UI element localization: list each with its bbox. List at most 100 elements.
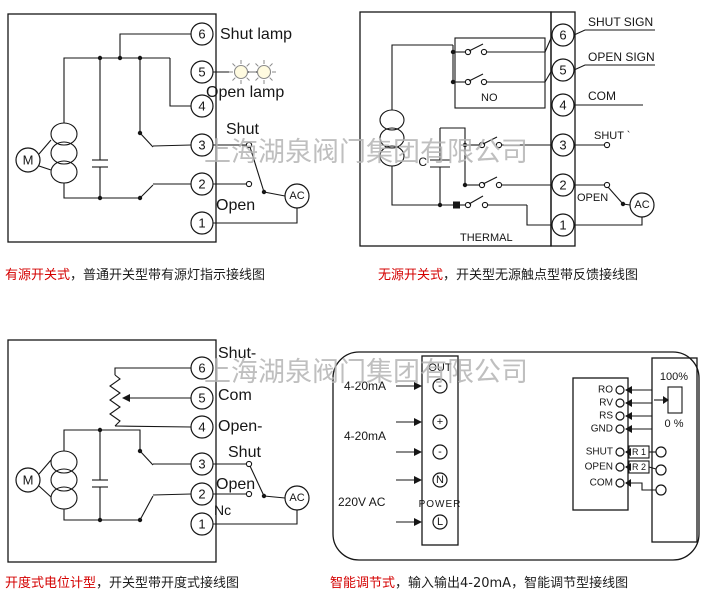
caption-active-switch: 有源开关式，普通开关型带有源灯指示接线图: [5, 264, 265, 283]
terminal-6: [190, 356, 214, 380]
terminal-1-number: 1: [198, 517, 205, 532]
label-4-20ma-out: 4-20mA: [344, 379, 386, 393]
diagram-potentiometer: M AC 6 5 4 3 2 1 Shut- Com Open- Shut Op…: [7, 339, 310, 563]
ac-source-symbol: [284, 485, 310, 511]
motor-symbol: [15, 147, 41, 173]
terminal-1: [190, 211, 214, 235]
tr-terminals: 6 5 4 3 2 1: [551, 23, 575, 237]
resistor-r1-label: R 1: [632, 447, 646, 457]
lamp-icon: [251, 59, 277, 85]
terminal-3-number: 3: [198, 457, 205, 472]
ac-source-symbol: [284, 183, 310, 209]
label-com: COM: [588, 89, 616, 103]
ac-source-label: AC: [634, 199, 649, 211]
terminal-4-number: 4: [198, 420, 205, 435]
terminal-3-number: 3: [198, 138, 205, 153]
terminal-5: [190, 386, 214, 410]
strip-power-label: POWER: [419, 499, 462, 510]
terminal-4-number: 4: [198, 99, 205, 114]
terminal-live-sign: L: [437, 516, 443, 528]
terminal-in-plus: [432, 414, 448, 430]
br-circuit-lines: [332, 351, 700, 561]
terminal-1-number: 1: [198, 216, 205, 231]
label-100-percent: 100%: [660, 371, 688, 383]
caption-intelligent-desc: ，输入输出4-20mA，智能调节型接线图: [395, 576, 629, 591]
strip-out-label: OUT: [428, 362, 452, 374]
label-shut: Shut: [228, 444, 261, 461]
terminal-6: [190, 22, 214, 46]
caption-potentiometer: 开度式电位计型，开关型带开度式接线图: [5, 572, 239, 591]
caption-active-switch-desc: ，普通开关型带有源灯指示接线图: [70, 268, 266, 283]
terminal-3: [190, 452, 214, 476]
label-open: Open: [216, 476, 255, 493]
label-thermal: THERMAL: [460, 232, 513, 244]
terminal-6: [551, 23, 575, 47]
label-open-lamp: Open lamp: [206, 84, 284, 101]
pin-gnd: GND: [591, 424, 613, 435]
caption-potentiometer-desc: ，开关型带开度式接线图: [96, 576, 240, 591]
terminal-3-number: 3: [559, 138, 566, 153]
label-shut-minus: Shut-: [218, 345, 256, 362]
motor-label: M: [23, 473, 34, 488]
terminal-out-minus-sign: -: [438, 380, 442, 392]
diagram-passive-switch: AC 6 5 4 3 2 1 SHUT SIGN OPEN SIGN COM S…: [359, 11, 655, 247]
motor-symbol: [15, 467, 41, 493]
caption-passive-switch-type: 无源开关式: [378, 268, 444, 283]
terminal-3: [551, 133, 575, 157]
pin-rv: RV: [599, 398, 613, 409]
lamp-icon: [228, 59, 254, 85]
terminal-4: [190, 415, 214, 439]
caption-passive-switch-desc: ，开关型无源触点型带反馈接线图: [443, 268, 639, 283]
label-open-minus: Open-: [218, 418, 262, 435]
terminal-5: [190, 60, 214, 84]
label-4-20ma-in: 4-20mA: [344, 429, 386, 443]
caption-intelligent-type: 智能调节式: [330, 576, 396, 591]
terminal-2-number: 2: [198, 177, 205, 192]
terminal-5-number: 5: [559, 63, 566, 78]
tl-terminals: 6 5 4 3 2 1: [190, 22, 214, 235]
label-capacitor: C: [418, 155, 427, 169]
pin-shut: SHUT: [586, 447, 613, 458]
terminal-2-number: 2: [198, 487, 205, 502]
tr-circuit-lines: [359, 11, 655, 247]
terminal-6-number: 6: [198, 27, 205, 42]
terminal-1: [551, 213, 575, 237]
terminal-4: [190, 94, 214, 118]
terminal-live: [432, 514, 448, 530]
terminal-in-minus-sign: -: [438, 446, 442, 458]
label-0-percent: 0 %: [665, 418, 684, 430]
tl-indicator-lamps: [228, 59, 277, 85]
diagram-intelligent-modulating: OUT - + - N POWER L 4-20mA 4-20mA 220V A…: [332, 351, 700, 561]
terminal-neutral-sign: N: [436, 474, 444, 486]
bl-terminals: 6 5 4 3 2 1: [190, 356, 214, 536]
label-shut-lamp: Shut lamp: [220, 26, 292, 43]
terminal-1: [190, 512, 214, 536]
terminal-in-plus-sign: +: [437, 416, 443, 428]
diagram-active-switch: M AC 6 5 4 3 2 1 Shut lamp Open lamp Shu…: [7, 13, 310, 243]
label-shut-sign: SHUT SIGN: [588, 15, 653, 29]
label-no-contact: NO: [481, 92, 498, 104]
label-open: Open: [216, 197, 255, 214]
terminal-4: [551, 93, 575, 117]
terminal-5: [551, 58, 575, 82]
terminal-4-number: 4: [559, 98, 566, 113]
terminal-1-number: 1: [559, 218, 566, 233]
ac-source-label: AC: [289, 492, 304, 504]
label-open-sign: OPEN SIGN: [588, 50, 655, 64]
terminal-6-number: 6: [559, 28, 566, 43]
terminal-2: [551, 173, 575, 197]
caption-potentiometer-type: 开度式电位计型: [5, 576, 97, 591]
bl-circuit-lines: [7, 339, 298, 563]
terminal-2: [190, 172, 214, 196]
caption-active-switch-type: 有源开关式: [5, 268, 71, 283]
motor-label: M: [23, 153, 34, 168]
ac-source-symbol: [629, 192, 655, 218]
ac-source-label: AC: [289, 190, 304, 202]
tl-circuit-lines: [7, 13, 298, 243]
terminal-neutral: [432, 472, 448, 488]
label-com: Com: [218, 387, 252, 404]
terminal-in-minus: [432, 444, 448, 460]
terminal-5-number: 5: [198, 65, 205, 80]
label-shut: SHUT `: [594, 130, 630, 142]
